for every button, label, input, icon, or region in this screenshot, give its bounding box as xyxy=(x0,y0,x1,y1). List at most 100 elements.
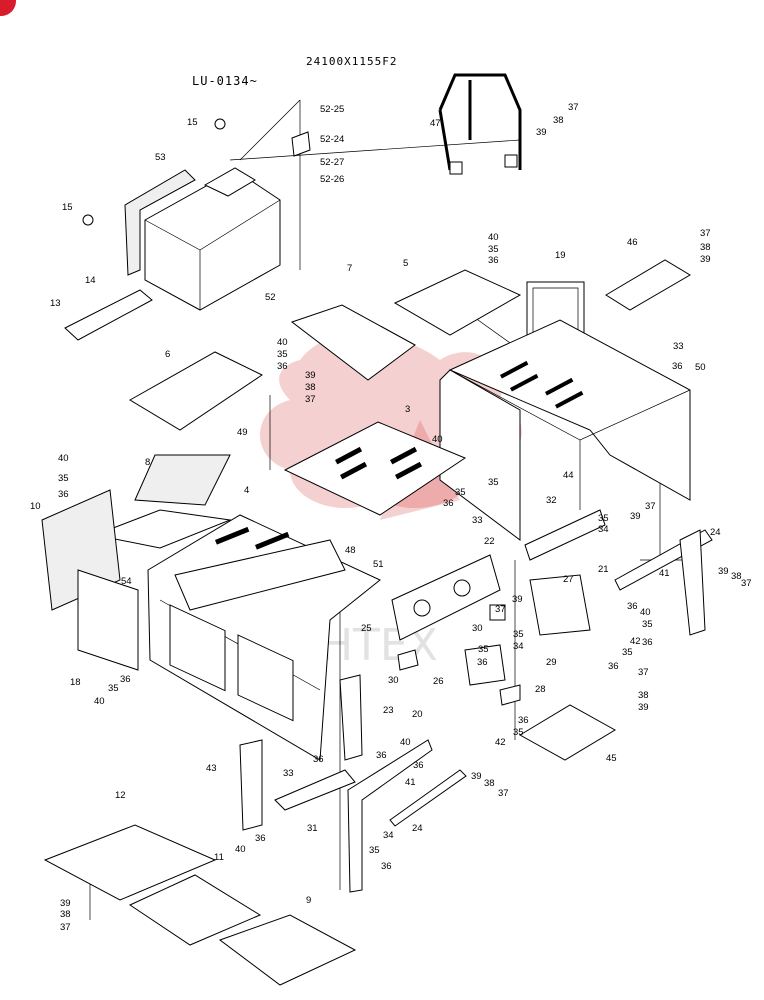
callout-label: 43 xyxy=(206,763,217,774)
part-25-panel xyxy=(391,554,501,641)
callout-label: 52-26 xyxy=(320,174,344,185)
callout-label: 33 xyxy=(673,341,684,352)
part-28-clip xyxy=(499,684,521,706)
part-4-plate xyxy=(93,509,232,549)
part-9-floor-plate xyxy=(218,914,357,986)
callout-layer: 52-2552-2452-2752-2615155314521347373839… xyxy=(30,102,752,933)
callout-label: 40 xyxy=(640,607,651,618)
callout-label: 19 xyxy=(555,250,566,261)
callout-label: 34 xyxy=(598,524,609,535)
callout-label: 33 xyxy=(283,768,294,779)
callout-label: 40 xyxy=(235,844,246,855)
callout-label: 26 xyxy=(433,676,444,687)
callout-label: 37 xyxy=(305,394,316,405)
callout-label: 39 xyxy=(718,566,729,577)
callout-label: 35 xyxy=(513,727,524,738)
part-23-upright xyxy=(339,674,363,761)
part-50-hood xyxy=(439,319,691,541)
callout-label: 38 xyxy=(305,382,316,393)
callout-label: 6 xyxy=(165,349,170,360)
callout-label: 36 xyxy=(413,760,424,771)
part-20-bracket xyxy=(347,739,433,893)
callout-label: 39 xyxy=(536,127,547,138)
callout-label: 36 xyxy=(627,601,638,612)
callout-label: 42 xyxy=(495,737,506,748)
callout-label: 23 xyxy=(383,705,394,716)
callout-label: 5 xyxy=(403,258,408,269)
callout-label: 38 xyxy=(700,242,711,253)
callout-label: 38 xyxy=(553,115,564,126)
callout-label: 50 xyxy=(695,362,706,373)
callout-label: 54 xyxy=(121,576,132,587)
callout-label: 52-27 xyxy=(320,157,344,168)
callout-label: 36 xyxy=(518,715,529,726)
callout-label: 53 xyxy=(155,152,166,163)
callout-label: 34 xyxy=(513,641,524,652)
part-32-panel xyxy=(524,509,606,561)
part-7-panel xyxy=(290,304,416,381)
callout-label: 36 xyxy=(642,637,653,648)
callout-label: 37 xyxy=(700,228,711,239)
part-45-plate xyxy=(519,704,616,761)
callout-label: 18 xyxy=(70,677,81,688)
callout-label: 24 xyxy=(710,527,721,538)
callout-label: 36 xyxy=(608,661,619,672)
callout-label: 51 xyxy=(373,559,384,570)
part-15-knob-2 xyxy=(82,214,94,226)
callout-label: 9 xyxy=(306,895,311,906)
callout-label: 30 xyxy=(472,623,483,634)
callout-label: 36 xyxy=(255,833,266,844)
callout-label: 47 xyxy=(430,118,441,129)
callout-label: 39 xyxy=(630,511,641,522)
part-30-clip-2 xyxy=(397,649,419,671)
callout-label: 40 xyxy=(488,232,499,243)
callout-label: 40 xyxy=(400,737,411,748)
part-26-bracket xyxy=(464,644,506,686)
callout-label: 13 xyxy=(50,298,61,309)
callout-label: 39 xyxy=(305,370,316,381)
callout-label: 36 xyxy=(376,750,387,761)
callout-label: 21 xyxy=(598,564,609,575)
callout-label: 40 xyxy=(277,337,288,348)
callout-label: 39 xyxy=(60,898,71,909)
part-52-battery xyxy=(144,167,281,311)
callout-label: 27 xyxy=(563,574,574,585)
callout-label: 22 xyxy=(484,536,495,547)
callout-label: 36 xyxy=(120,674,131,685)
drawing-number: 24100X1155F2 xyxy=(306,55,398,68)
callout-label: 35 xyxy=(478,644,489,655)
callout-label: 4 xyxy=(244,485,249,496)
callout-label: 36 xyxy=(672,361,683,372)
callout-label: 38 xyxy=(60,909,71,920)
callout-label: 52-24 xyxy=(320,134,344,145)
part-46-panel xyxy=(605,259,691,311)
callout-label: 14 xyxy=(85,275,96,286)
callout-label: 37 xyxy=(645,501,656,512)
callout-label: 39 xyxy=(638,702,649,713)
callout-label: 37 xyxy=(498,788,509,799)
callout-label: 36 xyxy=(381,861,392,872)
callout-label: 35 xyxy=(58,473,69,484)
part-11-floor-plate xyxy=(128,874,262,946)
part-27-bracket xyxy=(529,574,591,636)
part-52-24-bracket xyxy=(291,131,311,157)
part-18-side-panel xyxy=(77,569,139,671)
callout-label: 35 xyxy=(369,845,380,856)
callout-label: 39 xyxy=(471,771,482,782)
part-24-rail-lower xyxy=(389,769,467,827)
part-8-duct xyxy=(134,454,231,506)
callout-label: 42 xyxy=(630,636,641,647)
callout-label: 15 xyxy=(187,117,198,128)
callout-label: 39 xyxy=(512,594,523,605)
callout-label: 29 xyxy=(546,657,557,668)
callout-label: 36 xyxy=(477,657,488,668)
callout-label: 46 xyxy=(627,237,638,248)
callout-label: 48 xyxy=(345,545,356,556)
callout-label: 37 xyxy=(60,922,71,933)
callout-label: 38 xyxy=(731,571,742,582)
part-53-bracket xyxy=(124,169,196,276)
callout-label: 20 xyxy=(412,709,423,720)
callout-label: 10 xyxy=(30,501,41,512)
